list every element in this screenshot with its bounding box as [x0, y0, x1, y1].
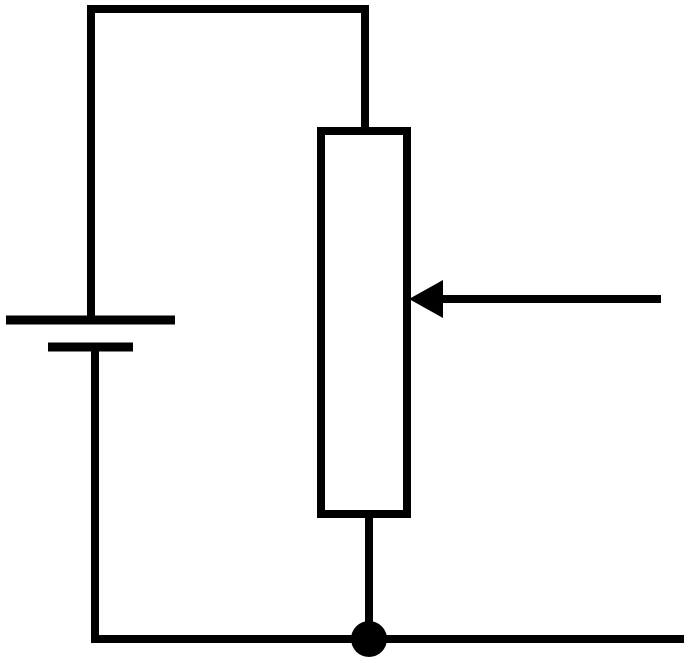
bottom-wire [91, 347, 684, 643]
potentiometer-body [317, 127, 411, 518]
wiper-arrow-head [409, 280, 443, 318]
wiper-arrow [409, 280, 661, 318]
junction-node [351, 621, 387, 657]
top-wire [87, 5, 369, 320]
battery-symbol [6, 315, 175, 352]
